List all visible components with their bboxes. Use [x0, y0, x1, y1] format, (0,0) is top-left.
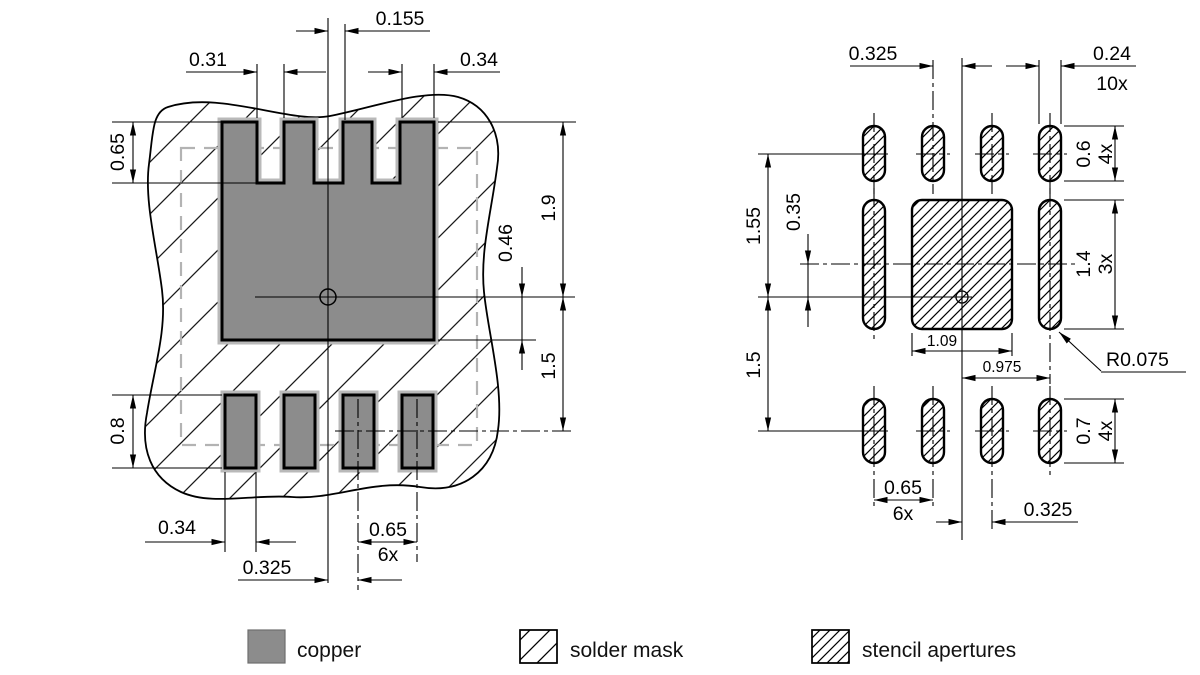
dim-label: 1.5 [743, 351, 765, 378]
stencil-view: 0.325 0.24 10x 0.6 4x 1.4 3x 0.7 [743, 43, 1186, 540]
legend-label: solder mask [570, 639, 684, 662]
dim-label: 0.325 [849, 43, 898, 65]
dim-finger-width: 0.34 [368, 49, 500, 118]
dim-label: 0.8 [107, 417, 129, 444]
dim-center-to-edge: 0.46 [438, 224, 536, 370]
dim-label: 1.9 [538, 194, 560, 221]
legend-item-copper: copper [247, 629, 361, 664]
dim-span-upper: 1.55 [743, 154, 772, 297]
dim-qty-label: 10x [1096, 73, 1128, 95]
dim-pad-height: 0.8 [107, 394, 222, 469]
dim-label: 0.31 [189, 49, 227, 71]
legend: copper solder mask stencil apertures [247, 629, 1016, 664]
dim-label: 1.4 [1073, 250, 1095, 277]
dim-label: 0.65 [884, 477, 922, 499]
dim-half-pitch: 0.325 [238, 557, 402, 584]
copper-pad-outline [223, 393, 258, 470]
dim-label: 1.5 [538, 352, 560, 379]
dim-qty-label: 4x [1095, 420, 1117, 441]
dim-label: 0.325 [243, 557, 292, 579]
dim-label: 1.09 [927, 333, 957, 350]
dim-mid-height: 1.4 3x [1064, 199, 1124, 330]
dim-slot-width: 0.24 10x [1006, 43, 1136, 95]
dim-half-pitch: 0.325 [936, 499, 1078, 526]
dim-offset-top: 0.155 [296, 8, 430, 35]
dim-span-top: 1.9 [438, 121, 576, 297]
legend-label: stencil apertures [862, 639, 1016, 662]
dim-col-offset: 0.325 [849, 43, 992, 70]
dim-top-slot-height: 0.6 4x [1064, 125, 1124, 182]
dim-label: 0.65 [107, 133, 129, 171]
dim-pitch: 0.65 6x [358, 519, 417, 566]
dim-label: 0.325 [1024, 499, 1073, 521]
dim-label: 0.155 [376, 8, 425, 30]
dim-qty-label: 4x [1095, 143, 1117, 164]
dim-label: R0.075 [1106, 349, 1169, 371]
dim-label: 0.975 [983, 359, 1022, 376]
dim-qty-label: 3x [1095, 253, 1117, 274]
dim-notch-depth: 0.65 [107, 121, 258, 184]
dim-label: 1.55 [743, 207, 765, 245]
center-mark [955, 290, 969, 304]
copper-pad-outline [282, 393, 317, 470]
dim-pad-width: 0.34 [145, 472, 296, 552]
dim-bottom-slot-height: 0.7 4x [1064, 398, 1124, 464]
copper-swatch [247, 629, 286, 664]
dim-qty-label: 6x [378, 544, 399, 566]
dim-span-bottom: 1.5 [538, 297, 567, 431]
dim-center-width: 1.09 [912, 333, 1012, 355]
legend-item-stencil: stencil apertures [811, 629, 1016, 664]
dim-row-offset: 0.35 [783, 193, 812, 327]
dim-label: 0.24 [1093, 43, 1131, 65]
dim-label: 0.65 [369, 519, 407, 541]
centerlines [255, 18, 575, 590]
dim-label: 0.34 [158, 517, 196, 539]
dim-corner-radius: R0.075 [1058, 331, 1186, 373]
dim-label: 0.35 [783, 193, 805, 231]
dim-center-offset: 0.975 [962, 359, 1050, 382]
dim-span-lower: 1.5 [743, 297, 772, 431]
legend-item-solder-mask: solder mask [519, 629, 684, 664]
dim-qty-label: 6x [893, 503, 914, 525]
center-mark [319, 288, 337, 306]
dim-pitch: 0.65 6x [874, 477, 933, 525]
dim-label: 0.46 [495, 224, 517, 262]
dim-label: 0.6 [1073, 140, 1095, 167]
legend-label: copper [297, 639, 361, 662]
dim-label: 0.34 [460, 49, 498, 71]
copper-mask-view: 0.155 0.31 0.34 0.65 0.8 [107, 8, 576, 590]
dim-label: 0.7 [1073, 417, 1095, 444]
centerlines [758, 58, 1078, 540]
dim-notch-width: 0.31 [186, 49, 326, 118]
